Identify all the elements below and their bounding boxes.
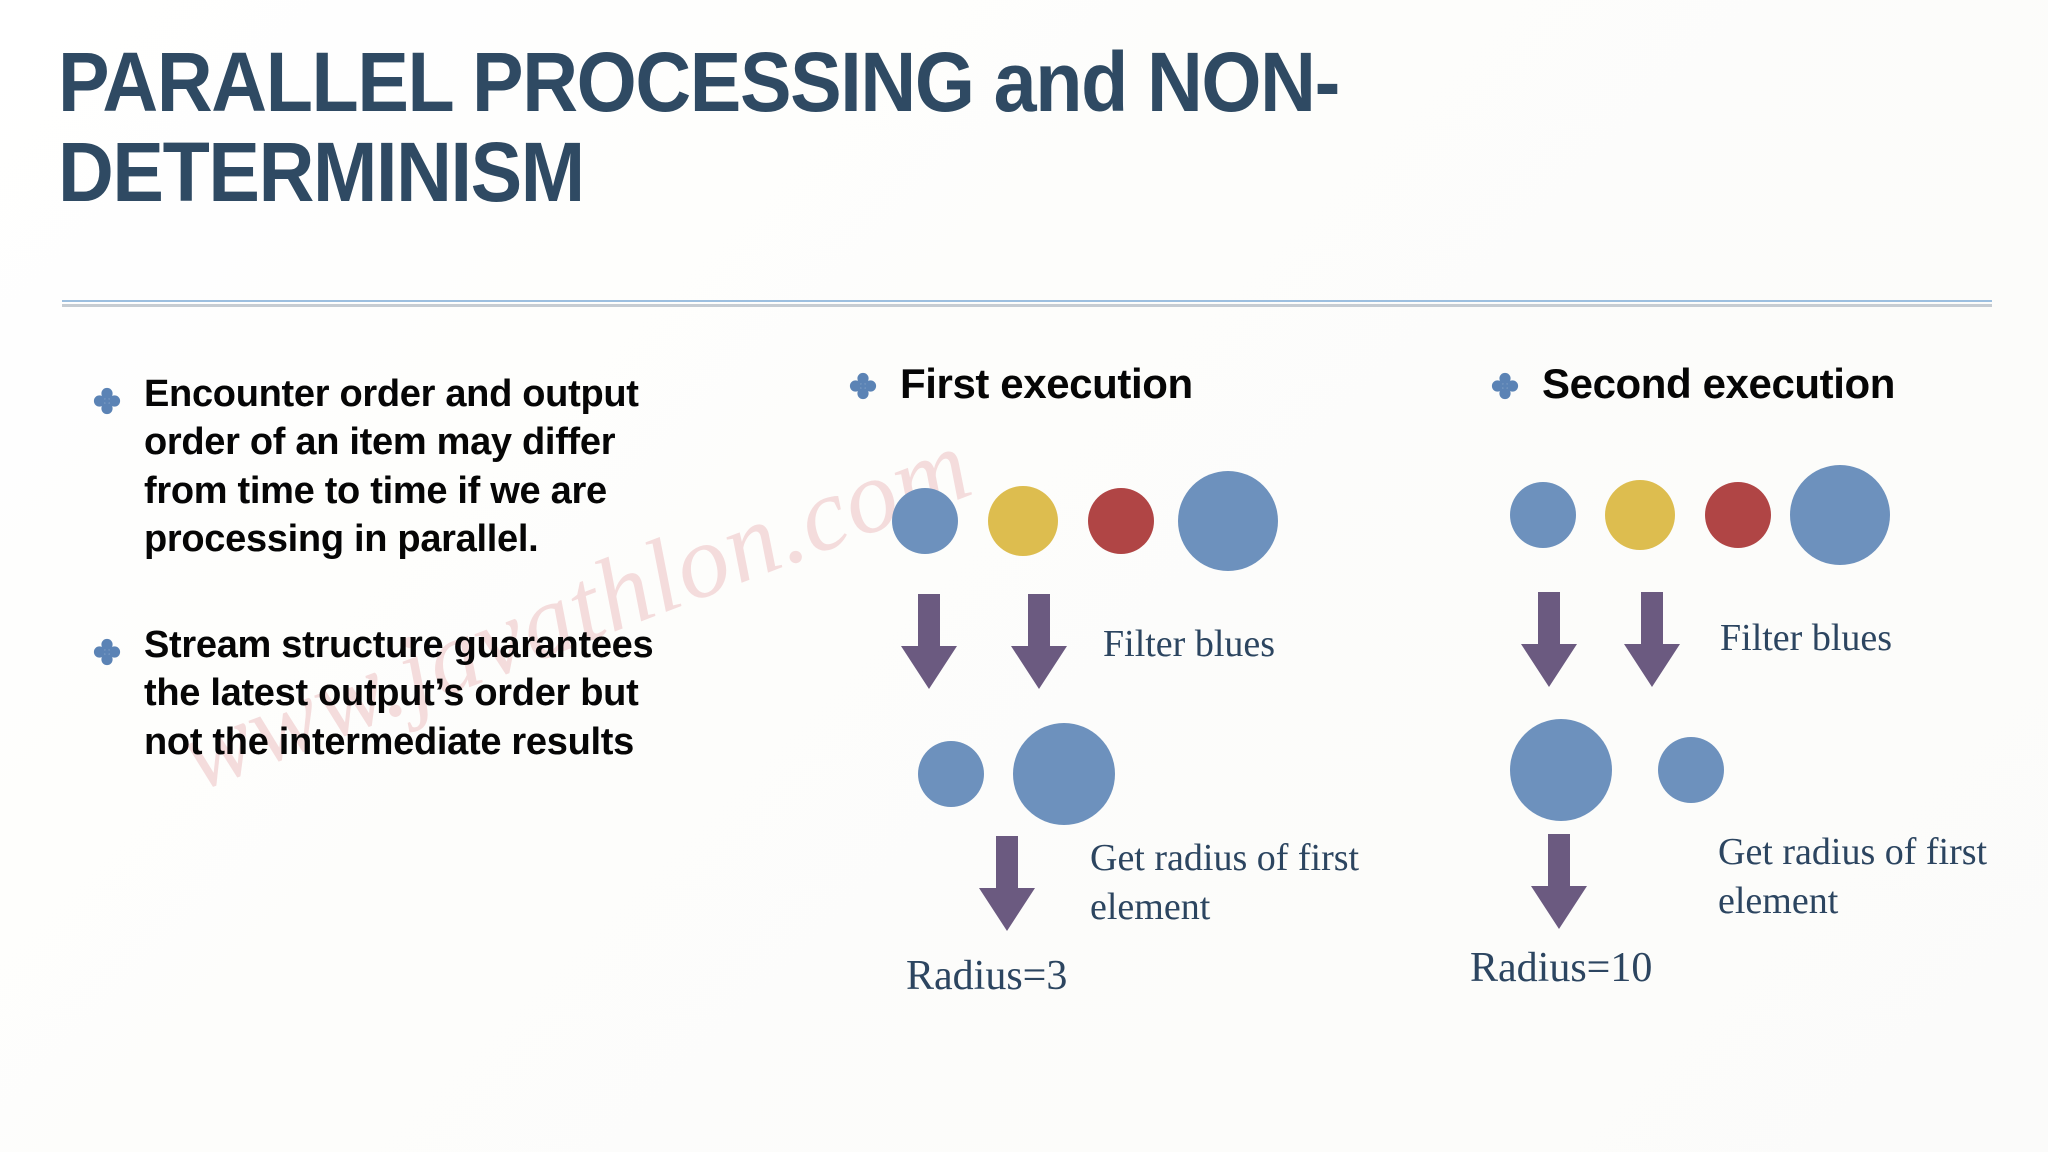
- second-execution-result-row: Radius=10: [1470, 944, 2048, 1014]
- floret-bullet-icon: [92, 386, 122, 416]
- divider-line-blue: [62, 300, 1992, 302]
- second-execution-panel: Second execution Filter blues: [1470, 360, 2048, 1014]
- down-arrow-icon: [978, 836, 1036, 932]
- bullet-text: Stream structure guarantees the latest o…: [144, 624, 654, 763]
- circle-gold: [988, 486, 1058, 556]
- get-radius-label: Get radius of first element: [1090, 837, 1360, 928]
- circle-blue-small: [918, 741, 984, 807]
- down-arrow-icon: [1520, 592, 1578, 688]
- circle-blue-large: [1790, 465, 1890, 565]
- down-arrow-icon: [1010, 594, 1068, 690]
- list-item: Encounter order and output order of an i…: [92, 370, 682, 563]
- down-arrow-icon: [1530, 834, 1588, 930]
- circle-red: [1088, 488, 1154, 554]
- floret-bullet-icon: [1490, 371, 1520, 401]
- first-execution-filter-arrows: Filter blues: [848, 594, 1368, 704]
- circle-red: [1705, 482, 1771, 548]
- radius-result-label: Radius=3: [906, 953, 1068, 999]
- filter-blues-label: Filter blues: [1720, 617, 1893, 659]
- bullet-list: Encounter order and output order of an i…: [92, 370, 682, 824]
- circle-blue-small: [1510, 482, 1576, 548]
- down-arrow-icon: [900, 594, 958, 690]
- get-radius-label: Get radius of first element: [1718, 831, 1988, 922]
- second-execution-header: Second execution: [1490, 360, 2048, 408]
- filter-blues-label: Filter blues: [1103, 623, 1276, 665]
- circle-gold: [1605, 480, 1675, 550]
- first-execution-radius-arrow: Get radius of first element: [848, 836, 1368, 946]
- down-arrow-icon: [1623, 592, 1681, 688]
- bullet-text: Encounter order and output order of an i…: [144, 373, 639, 560]
- header-divider: [62, 300, 1992, 307]
- radius-result-label: Radius=10: [1470, 945, 1653, 991]
- page-title: PARALLEL PROCESSING and NON-DETERMINISM: [58, 35, 1340, 219]
- first-execution-filtered-circles: [848, 714, 1368, 834]
- list-item: Stream structure guarantees the latest o…: [92, 621, 682, 766]
- second-execution-filtered-circles: [1490, 710, 2048, 830]
- second-execution-filter-arrows: Filter blues: [1490, 592, 2048, 702]
- floret-bullet-icon: [92, 637, 122, 667]
- first-execution-panel: First execution Filter blues: [848, 360, 1368, 1016]
- second-execution-radius-arrow: Get radius of first element: [1490, 831, 2048, 944]
- first-execution-title: First execution: [900, 360, 1193, 407]
- circle-blue-large: [1013, 723, 1115, 825]
- floret-bullet-icon: [848, 371, 878, 401]
- divider-line-gray: [62, 304, 1992, 307]
- first-execution-result-row: Radius=3: [848, 946, 1368, 1016]
- first-execution-input-circles: [848, 466, 1368, 576]
- circle-blue-large: [1178, 471, 1278, 571]
- first-execution-header: First execution: [848, 360, 1368, 408]
- second-execution-input-circles: [1490, 460, 2048, 570]
- circle-blue-small: [892, 488, 958, 554]
- second-execution-title: Second execution: [1542, 360, 1896, 407]
- circle-blue-small: [1658, 737, 1724, 803]
- circle-blue-large: [1510, 719, 1612, 821]
